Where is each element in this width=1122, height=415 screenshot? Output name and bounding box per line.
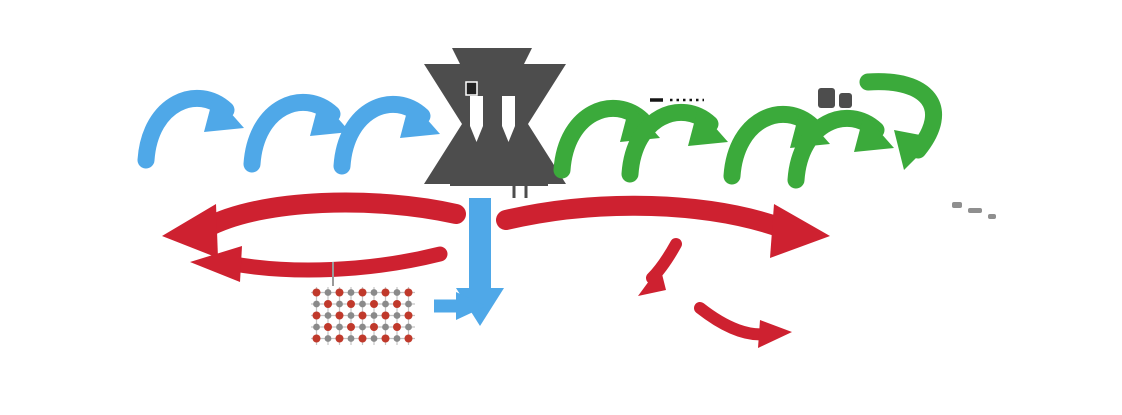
blue-right-arrow: [434, 292, 486, 320]
furnace-body: [424, 64, 566, 184]
red-ribbon-left-lower: [190, 246, 448, 282]
ampoule-right: [502, 96, 515, 142]
furnace-base-rail: [450, 180, 548, 186]
red-arrow-down-left: [638, 238, 682, 296]
green-arrow-sequence: [562, 73, 942, 180]
dark-fragments: [818, 88, 852, 108]
furnace-lid: [452, 48, 532, 64]
gray-speck-3: [988, 214, 996, 219]
crystal-lattice: [311, 287, 415, 345]
ampoule-left: [470, 96, 483, 142]
gray-specks: [952, 202, 996, 219]
blue-arrow-sequence: [146, 94, 440, 166]
blue-connector-arrows: [434, 198, 504, 326]
dark-fragment-2: [839, 93, 852, 108]
gray-speck-2: [968, 208, 982, 213]
red-recycle-arrows: [162, 192, 830, 348]
red-arc-bottom-right: [694, 302, 792, 348]
red-ribbon-left-upper: [162, 192, 466, 258]
green-s-arrow-down: [859, 73, 942, 170]
blue-curved-arrow-1: [146, 94, 244, 160]
gray-speck-1: [952, 202, 962, 208]
furnace-schematic: [424, 48, 566, 198]
blue-curved-arrow-3: [342, 100, 440, 166]
furnace-sensor-block: [465, 81, 478, 96]
lattice-grid: [311, 287, 415, 345]
dark-fragment-1: [818, 88, 835, 108]
red-ribbon-right: [496, 195, 830, 258]
